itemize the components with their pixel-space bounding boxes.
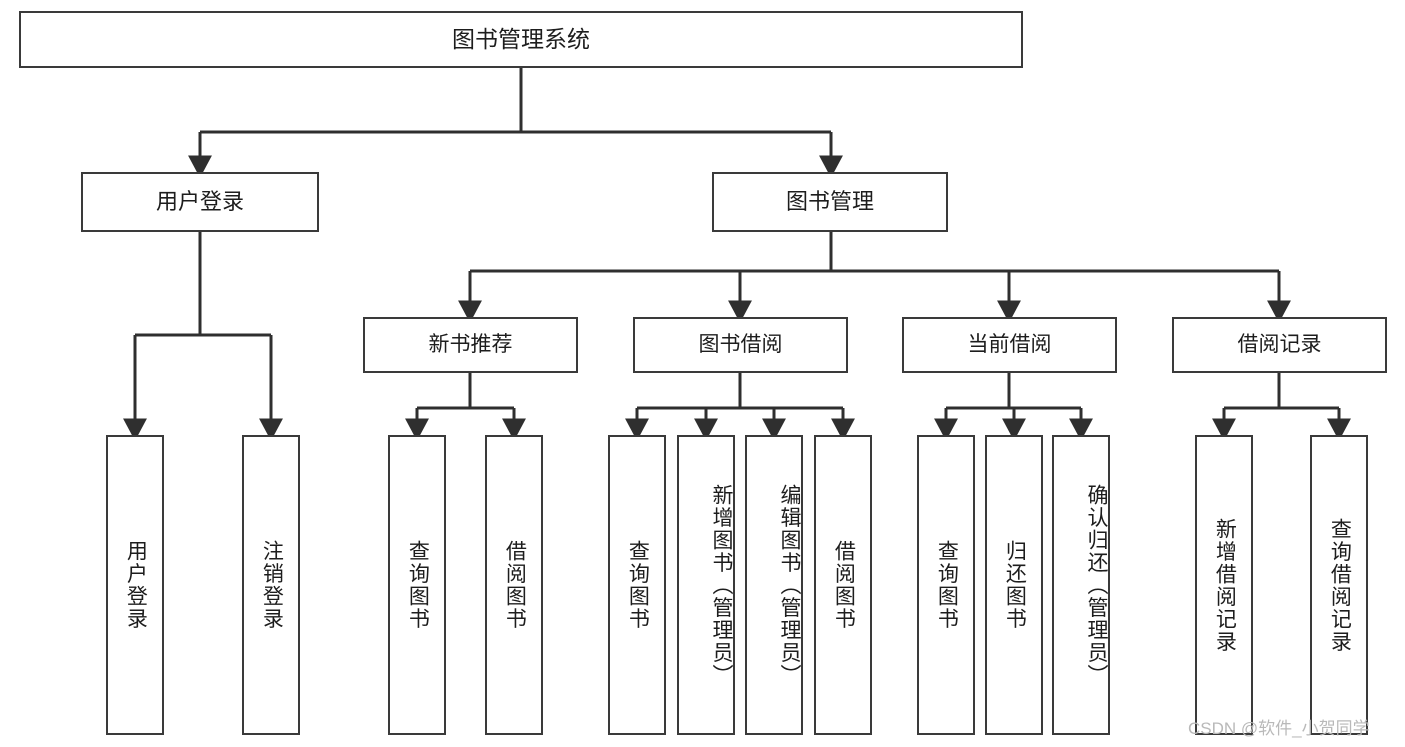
node-new-book-recommend[interactable]: 新书推荐 xyxy=(363,317,578,373)
node-label: 查询图书 xyxy=(935,540,959,630)
node-label: 确认归还（管理员） xyxy=(1085,483,1108,687)
node-label: 借阅图书 xyxy=(503,540,527,630)
node-borrow-record[interactable]: 借阅记录 xyxy=(1172,317,1387,373)
leaf-add-borrow-record[interactable]: 新增借阅记录 xyxy=(1195,435,1253,735)
node-book-management[interactable]: 图书管理 xyxy=(712,172,948,232)
node-root-book-management-system[interactable]: 图书管理系统 xyxy=(19,11,1023,68)
node-label: 归还图书 xyxy=(1003,540,1027,630)
node-book-borrow[interactable]: 图书借阅 xyxy=(633,317,848,373)
leaf-query-borrow-record[interactable]: 查询借阅记录 xyxy=(1310,435,1368,735)
node-current-borrow[interactable]: 当前借阅 xyxy=(902,317,1117,373)
node-label: 编辑图书（管理员） xyxy=(778,483,801,687)
node-label: 图书借阅 xyxy=(698,332,783,356)
node-label: 查询借阅记录 xyxy=(1328,517,1352,653)
leaf-confirm-return-admin[interactable]: 确认归还（管理员） xyxy=(1052,435,1110,735)
leaf-borrow-book-recommend[interactable]: 借阅图书 xyxy=(485,435,543,735)
node-label: 当前借阅 xyxy=(967,332,1052,356)
leaf-add-book-admin[interactable]: 新增图书（管理员） xyxy=(677,435,735,735)
leaf-query-book-borrow[interactable]: 查询图书 xyxy=(608,435,666,735)
node-label: 图书管理系统 xyxy=(452,25,590,52)
node-label: 新增借阅记录 xyxy=(1213,517,1237,653)
leaf-return-book[interactable]: 归还图书 xyxy=(985,435,1043,735)
node-label: 查询图书 xyxy=(406,540,430,630)
leaf-borrow-book[interactable]: 借阅图书 xyxy=(814,435,872,735)
watermark: CSDN @软件_小贺同学 xyxy=(1188,719,1370,738)
node-label: 借阅记录 xyxy=(1237,332,1322,356)
node-label: 新增图书（管理员） xyxy=(710,483,733,687)
leaf-query-book-current[interactable]: 查询图书 xyxy=(917,435,975,735)
node-label: 图书管理 xyxy=(785,189,874,215)
leaf-logout-login[interactable]: 注销登录 xyxy=(242,435,300,735)
node-label: 用户登录 xyxy=(155,189,244,215)
leaf-query-book-recommend[interactable]: 查询图书 xyxy=(388,435,446,735)
node-label: 借阅图书 xyxy=(832,540,856,630)
node-label: 查询图书 xyxy=(626,540,650,630)
node-label: 注销登录 xyxy=(260,540,284,630)
leaf-user-login[interactable]: 用户登录 xyxy=(106,435,164,735)
node-user-login[interactable]: 用户登录 xyxy=(81,172,319,232)
leaf-edit-book-admin[interactable]: 编辑图书（管理员） xyxy=(745,435,803,735)
node-label: 新书推荐 xyxy=(428,332,513,356)
node-label: 用户登录 xyxy=(124,540,148,630)
